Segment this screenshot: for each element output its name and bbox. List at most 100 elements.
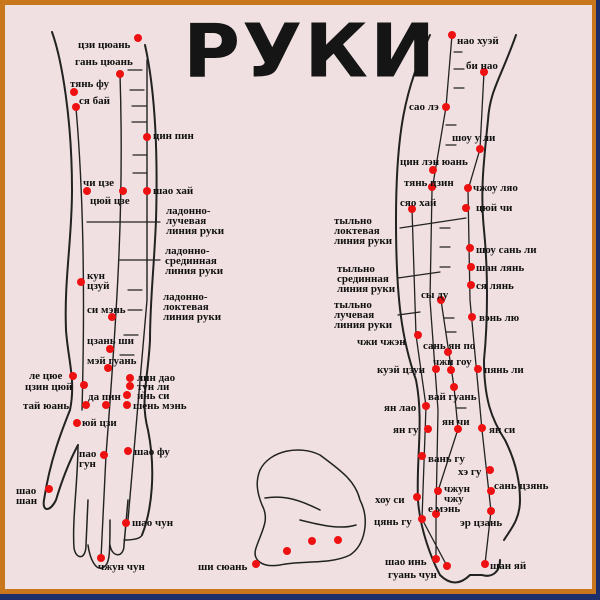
acupoint-dot <box>444 348 452 356</box>
acupoint-label: сы ду <box>421 289 449 301</box>
acupoint-label: е мэнь <box>428 503 461 515</box>
acupoint-dot <box>468 313 476 321</box>
acupoint-dot <box>126 374 134 382</box>
acupoint-label: инь си <box>137 390 170 402</box>
acupoint-dot <box>466 244 474 252</box>
center-hand-outline <box>254 449 366 567</box>
acupoint-dot <box>428 183 436 191</box>
acupoint-label: тянь цзин <box>404 177 454 189</box>
acupoint-label: нао хуэй <box>457 35 499 47</box>
acupoint-label: чжоу ляо <box>473 182 518 194</box>
acupoint-label: ле цюе <box>29 370 63 382</box>
acupoint-dot <box>143 133 151 141</box>
acupoint-dot <box>429 166 437 174</box>
acupoint-label: шао чун <box>132 517 174 529</box>
acupoint-label: шень мэнь <box>133 400 187 412</box>
acupoint-dot <box>432 365 440 373</box>
acupoint-label: вань гу <box>428 453 465 465</box>
acupoint-label: шао хай <box>153 185 194 197</box>
right-arm-ticks <box>397 51 467 409</box>
acupoint-dot <box>100 451 108 459</box>
acupoint-dot <box>108 313 116 321</box>
acupoint-dot <box>334 536 342 544</box>
acupoint-dot <box>408 205 416 213</box>
acupoint-dot <box>474 365 482 373</box>
acupoint-dot <box>454 425 462 433</box>
acupoint-dot <box>432 555 440 563</box>
acupoint-dot <box>462 204 470 212</box>
acupoint-label: шао фу <box>134 446 170 458</box>
acupoint-dot <box>487 487 495 495</box>
acupoint-label: чжи чжэн <box>357 336 406 348</box>
acupoint-label: цзин цюй <box>25 381 73 393</box>
acupoint-label: хоу си <box>375 494 405 506</box>
acupoint-dot <box>102 401 110 409</box>
acupoint-label: цзань ши <box>87 335 134 347</box>
acupoint-dot <box>487 507 495 515</box>
acupoint-dot <box>283 547 291 555</box>
acupoint-label: вай гуань <box>428 391 477 403</box>
acupoint-dot <box>123 391 131 399</box>
acupoint-dot <box>83 187 91 195</box>
acupoint-label: лин дао <box>137 372 176 384</box>
acupoint-label: тун ли <box>137 381 170 393</box>
acupoint-label: ян гу <box>393 424 419 436</box>
acupoint-dot <box>432 510 440 518</box>
acupoint-dot <box>422 402 430 410</box>
acupoint-label: шоу сань ли <box>476 244 537 256</box>
acupoint-label: ладонно- лучевая линия руки <box>166 205 225 237</box>
acupoint-dot <box>486 466 494 474</box>
acupoint-dot <box>418 515 426 523</box>
acupoint-label: тыльно срединная линия руки <box>337 263 396 295</box>
acupoint-label: пао гун <box>79 448 97 470</box>
acupoint-dot <box>450 383 458 391</box>
acupoint-label: тыльно лучевая линия руки <box>334 299 393 331</box>
acupoint-label: куэй цзун <box>377 364 426 376</box>
acupoint-label: цюй цзе <box>90 195 130 207</box>
acupoint-label: гуань чун <box>388 569 437 581</box>
acupoint-dot <box>467 263 475 271</box>
acupoint-dot <box>77 278 85 286</box>
acupoint-dot <box>443 562 451 570</box>
acupoint-dot <box>447 366 455 374</box>
acupoint-label: сань ян по <box>423 340 476 352</box>
acupoint-dot <box>414 331 422 339</box>
acupoint-dot <box>116 70 124 78</box>
acupoint-label: кун цзуй <box>87 270 110 292</box>
acupoint-dot <box>442 103 450 111</box>
acupoint-dot <box>126 382 134 390</box>
acupoint-dot <box>467 281 475 289</box>
acupoint-dot <box>464 184 472 192</box>
acupoint-label: цюй чи <box>476 202 513 214</box>
acupoint-label: цзи цюань <box>78 39 131 51</box>
acupoint-dot <box>70 88 78 96</box>
right-arm-outline <box>394 34 522 584</box>
acupoint-label: ян си <box>489 424 516 436</box>
acupoint-dot <box>80 381 88 389</box>
acupoint-dot <box>119 187 127 195</box>
left-arm-outline <box>42 31 158 536</box>
acupoint-dot <box>73 419 81 427</box>
acupoint-dot <box>97 554 105 562</box>
acupoint-dot <box>448 31 456 39</box>
acupoint-dot <box>476 145 484 153</box>
acupoint-label: сяо хай <box>400 197 437 209</box>
acupoint-label: чжун чжу <box>444 483 471 505</box>
acupoint-label: шоу у ли <box>452 132 496 144</box>
acupoint-dot <box>437 296 445 304</box>
acupoint-dot <box>424 425 432 433</box>
acupoint-dot <box>72 103 80 111</box>
acupoint-label: юй цзи <box>82 417 117 429</box>
acupoint-dot <box>418 452 426 460</box>
acupoint-label: хэ гу <box>458 466 482 478</box>
acupoint-label: шао инь <box>385 556 427 568</box>
right-arm-meridians <box>411 34 492 567</box>
acupoint-dot <box>308 537 316 545</box>
acupoint-dot <box>481 560 489 568</box>
acupoint-label: тянь фу <box>70 78 109 90</box>
acupoint-label: мэй гуань <box>87 355 137 367</box>
acupoint-dot <box>434 487 442 495</box>
acupoint-dot <box>82 401 90 409</box>
